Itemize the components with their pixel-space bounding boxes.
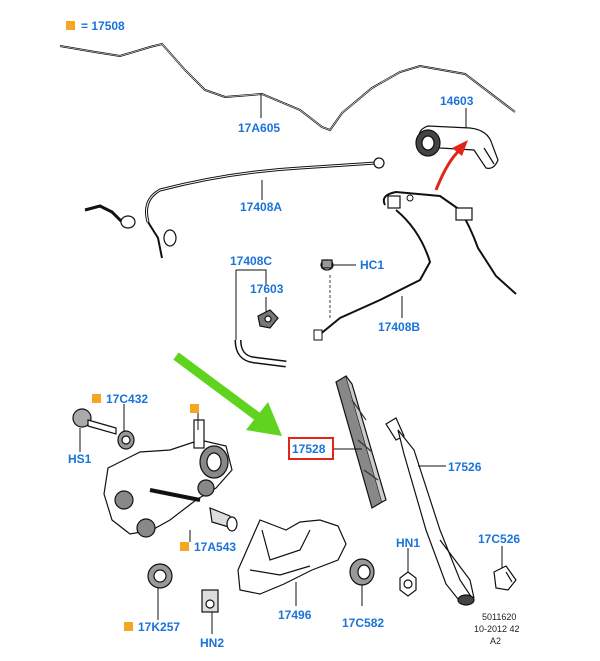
part-marker-square-icon [124,622,133,631]
sleeve-17A543 [209,507,238,532]
label-17496: 17496 [278,608,312,622]
label-17408B: 17408B [378,320,421,334]
label-17A543: 17A543 [180,540,236,554]
label-17C432-text: 17C432 [106,392,149,406]
label-HC1: HC1 [360,258,385,272]
highlight-box [288,437,334,460]
label-17C582: 17C582 [342,616,385,630]
washer-hose-17408A [84,157,385,259]
label-17K257: 17K257 [124,620,180,634]
part-marker-square-icon [190,404,199,413]
part-marker [190,402,204,416]
nut-HN1 [399,571,417,597]
legend-text: = 17508 [81,19,125,33]
green-arrow [173,352,265,424]
clip-HC1 [320,259,334,271]
part-marker-square-icon [180,542,189,551]
part-marker-square-icon [66,21,75,30]
label-HN1: HN1 [396,536,421,550]
label-17603: 17603 [250,282,284,296]
washer-17C432 [117,430,135,450]
wiper-blade-17528 [335,375,387,509]
cover-17496 [237,519,347,595]
part-marker-square-icon [92,394,101,403]
grommet-17K257 [147,563,173,589]
red-arrow [434,148,462,191]
footer-line2: 10-2012 42 [474,624,520,634]
legend: = 17508 [66,19,125,33]
cap-17C526 [493,565,517,591]
label-17K257-text: 17K257 [138,620,181,634]
label-17526: 17526 [448,460,482,474]
label-17C432: 17C432 [92,392,148,406]
label-17A605: 17A605 [238,121,281,135]
footer-line1: 5011620 [482,612,517,622]
label-HN2: HN2 [200,636,225,650]
bolt-HS1 [72,408,117,435]
label-17408C: 17408C [230,254,273,268]
footer-line3: A2 [490,636,502,646]
label-14603: 14603 [440,94,474,108]
washer-hose-17408B [313,190,517,341]
nut-HN2 [201,589,219,613]
wiper-motor [103,419,233,538]
label-17A543-text: 17A543 [194,540,237,554]
washer-hose-17A605 [59,42,516,132]
nozzle-17603 [257,309,279,329]
washer-hose-17408C [234,339,287,368]
wiper-arm-17526 [385,417,475,606]
label-17C526: 17C526 [478,532,521,546]
label-HS1: HS1 [68,452,92,466]
drawing-reference: 5011620 10-2012 42 A2 [474,611,520,647]
label-17408A: 17408A [240,200,283,214]
grommet-17C582 [349,558,375,586]
label-17528: 17528 [292,442,326,456]
